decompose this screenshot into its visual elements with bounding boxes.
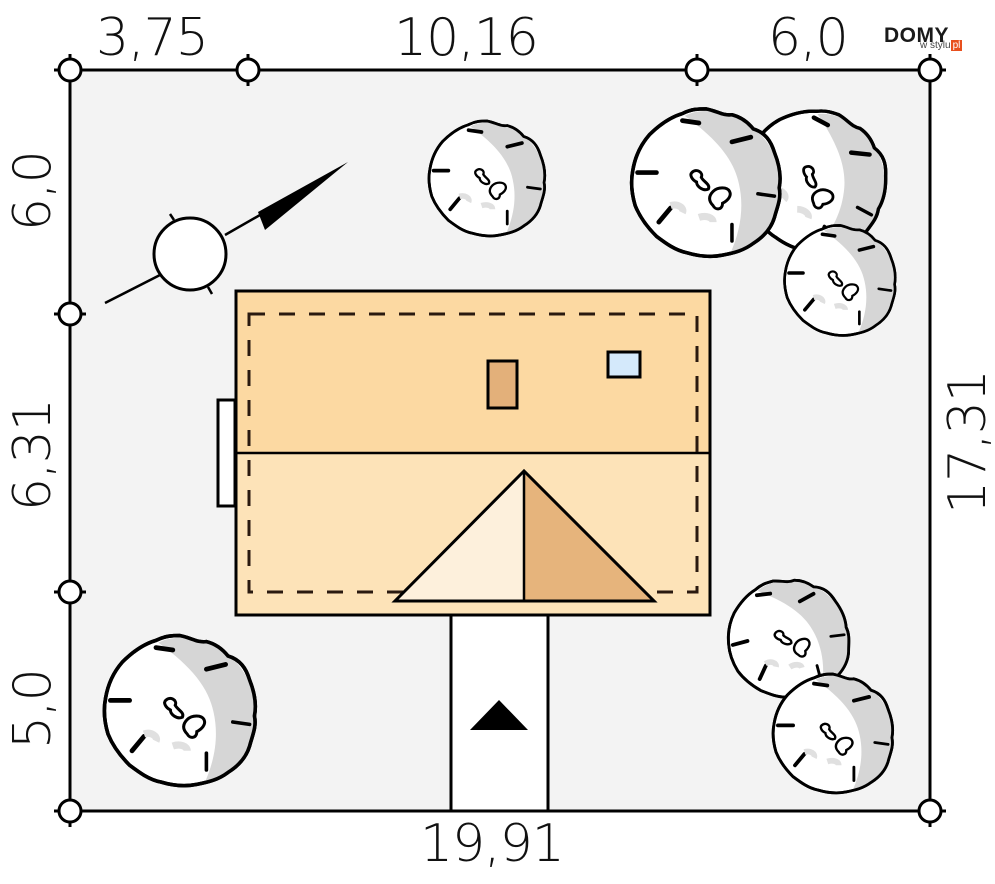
tree-icon: [429, 121, 545, 236]
dimension-bottom: 19,91: [420, 814, 565, 874]
logo-tld-badge: pl: [950, 40, 963, 51]
logo-sub-label: w stylu: [920, 40, 951, 51]
terrace: [216, 398, 237, 508]
entrance-arrow-icon: [470, 700, 528, 730]
driveway: [449, 612, 550, 813]
logo-text: DOMY: [884, 24, 949, 47]
tree-icon: [632, 109, 780, 257]
tree-icon: [104, 636, 255, 786]
tree-icon: [785, 225, 896, 335]
tree-icon: [773, 674, 893, 793]
house: [216, 289, 712, 617]
chimney: [486, 359, 519, 410]
dimension-left-1: 6,0: [3, 151, 63, 231]
dimension-right: 17,31: [938, 370, 995, 514]
dimension-top-2: 10,16: [394, 8, 539, 68]
dimension-top-3: 6,0: [768, 8, 849, 68]
dimension-left-2: 6,31: [3, 399, 63, 511]
dimension-top-1: 3,75: [96, 8, 209, 68]
building-outline-dashed: [247, 312, 699, 594]
north-arrow-icon: [104, 162, 348, 305]
skylight: [606, 350, 642, 379]
dimension-left-3: 5,0: [3, 669, 63, 749]
